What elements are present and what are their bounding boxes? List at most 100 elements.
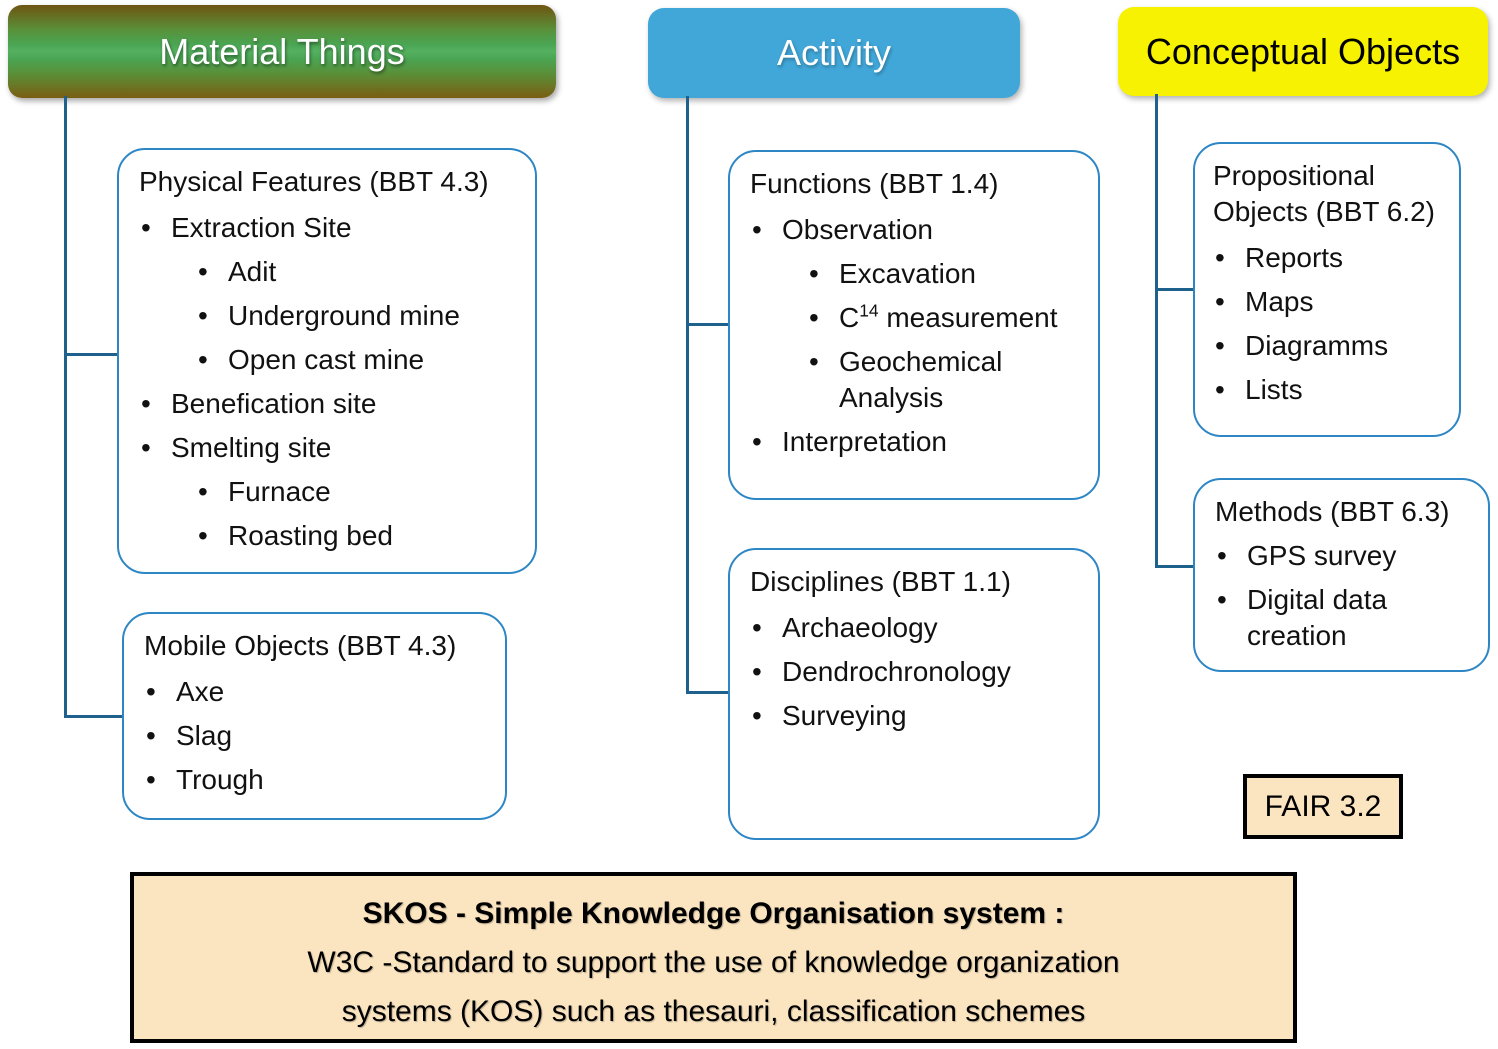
bullet-glyph: • (809, 346, 819, 377)
bullet-item-label: GPS survey (1247, 540, 1397, 571)
bullet-glyph: • (198, 520, 208, 551)
bullet-item: • Axe (144, 674, 485, 710)
conceptual-objects-header-label: Conceptual Objects (1145, 30, 1461, 72)
bullet-item-label: C14 measurement (839, 300, 1058, 333)
bullet-item-label: Surveying (782, 700, 907, 731)
bullet-item: • Dendrochronology (750, 654, 1078, 690)
methods-box-title: Methods (BBT 6.3) (1215, 496, 1450, 527)
bullet-item: •Trough (144, 762, 485, 798)
propositional-objects-box-title: Propositional Objects (BBT 6.2) (1213, 160, 1436, 227)
bullet-glyph: • (1217, 584, 1227, 615)
bullet-item-label: Diagramms (1245, 330, 1389, 361)
skos-banner-line2: W3C -Standard to support the use of know… (307, 946, 1120, 979)
bullet-item: • Observation (750, 212, 1078, 248)
bullet-glyph: • (752, 214, 762, 245)
bullet-item: • Excavation (807, 256, 1078, 292)
bullet-item: •Smelting site (139, 430, 515, 466)
bullet-item: • Slag (144, 718, 485, 754)
bullet-item-label: Archaeology (782, 612, 938, 643)
fair-badge-label: FAIR 3.2 (1264, 789, 1382, 823)
skos-banner-line1: SKOS - Simple Knowledge Organisation sys… (362, 897, 1065, 930)
connector-material-branch-physical (64, 353, 118, 356)
bullet-item: • Maps (1213, 284, 1445, 320)
bullet-glyph: • (198, 256, 208, 287)
bullet-glyph: • (141, 212, 151, 243)
bullet-item: •Benefication site (139, 386, 515, 422)
physical-features-box-title: Physical Features (BBT 4.3) (139, 166, 489, 197)
connector-activity-branch-functions (686, 323, 729, 326)
connector-activity-branch-disciplines (686, 691, 729, 694)
bullet-item-label: Observation (782, 214, 933, 245)
bullet-item: • Open cast mine (196, 342, 515, 378)
mobile-objects-box: Mobile Objects (BBT 4.3) • Axe • Slag •Troug… (122, 612, 507, 820)
skos-banner: SKOS - Simple Knowledge Organisation sys… (130, 872, 1297, 1043)
material-things-header: Material Things (8, 5, 556, 98)
physical-features-box: Physical Features (BBT 4.3) • Extraction … (117, 148, 537, 574)
bullet-glyph: • (809, 258, 819, 289)
bullet-item: • Furnace (196, 474, 515, 510)
bullet-glyph: • (809, 302, 819, 333)
connector-conceptual-branch-methods (1155, 565, 1194, 568)
bullet-item-label: Interpretation (782, 426, 947, 457)
disciplines-box-items: •Archaeology • Dendrochronology • Surveying (750, 610, 1078, 734)
bullet-item: •Archaeology (750, 610, 1078, 646)
bullet-item-label: Reports (1245, 242, 1344, 273)
bullet-item: • Digital data creation (1215, 582, 1468, 654)
bullet-item: • C14 measurement (807, 300, 1078, 336)
bullet-glyph: • (198, 344, 208, 375)
mobile-objects-box-title: Mobile Objects (BBT 4.3) (144, 630, 457, 661)
conceptual-objects-header: Conceptual Objects (1118, 7, 1488, 96)
activity-header-label: Activity (776, 32, 891, 73)
propositional-objects-box-items: •Reports•Maps•Diagramms•Lists (1213, 240, 1445, 408)
bullet-item: • Extraction Site (139, 210, 515, 246)
bullet-glyph: • (752, 656, 762, 687)
bullet-item-label: Underground mine (228, 300, 460, 331)
connector-conceptual-branch-propositional (1155, 288, 1194, 291)
bullet-glyph: • (146, 676, 156, 707)
functions-box: Functions (BBT 1.4) • Observation • Excavat… (728, 150, 1100, 500)
bullet-item: •Reports (1213, 240, 1445, 276)
bullet-item-label: Digital data creation (1247, 584, 1388, 651)
bullet-item-label: Axe (176, 676, 225, 707)
bullet-glyph: • (198, 300, 208, 331)
bullet-glyph: • (1217, 540, 1227, 571)
bullet-item-label: Smelting site (171, 432, 332, 463)
bullet-item-label: Adit (228, 256, 277, 287)
bullet-glyph: • (1215, 286, 1225, 317)
bullet-glyph: • (752, 700, 762, 731)
bullet-item: • Surveying (750, 698, 1078, 734)
disciplines-box: Disciplines (BBT 1.1) •Archaeology•Dendr… (728, 548, 1100, 840)
bullet-glyph: • (1215, 374, 1225, 405)
bullet-item-label: Excavation (839, 258, 976, 289)
material-things-header-label: Material Things (159, 30, 405, 72)
bullet-item: • GPS survey (1215, 538, 1468, 574)
skos-banner-line3: systems (KOS) such as thesauri, classifi… (341, 995, 1086, 1028)
bullet-item-label: Benefication site (171, 388, 377, 419)
functions-box-title: Functions (BBT 1.4) (750, 168, 999, 199)
bullet-item: •Roasting bed (196, 518, 515, 554)
bullet-glyph: • (1215, 330, 1225, 361)
functions-box-items: •Observation•Excavation•C14 measurement•… (750, 212, 1078, 460)
bullet-item-label: Trough (176, 764, 264, 795)
bullet-item-label: Maps (1245, 286, 1314, 317)
bullet-item-label: Furnace (228, 476, 331, 507)
fair-badge: FAIR 3.2 (1243, 774, 1403, 839)
bullet-glyph: • (198, 476, 208, 507)
bullet-item-label: Dendrochronology (782, 656, 1011, 687)
connector-activity-vertical (686, 96, 689, 694)
connector-material-branch-mobile (64, 715, 123, 718)
bullet-item: • Geochemical Analysis (807, 344, 1078, 416)
physical-features-box-items: • Extraction Site • Adit • Underground mine • O… (139, 210, 515, 554)
methods-box-items: • GPS survey • Digital data creation (1215, 538, 1468, 654)
mobile-objects-box-items: • Axe • Slag •Trough (144, 674, 485, 798)
bullet-item-label: Extraction Site (171, 212, 352, 243)
bullet-item-label: Open cast mine (228, 344, 425, 375)
methods-box: Methods (BBT 6.3) • GPS survey • Digital da… (1193, 478, 1490, 672)
bullet-item-label: Slag (176, 720, 233, 751)
bullet-item: •Interpretation (750, 424, 1078, 460)
bullet-item: • Diagramms (1213, 328, 1445, 364)
propositional-objects-box: Propositional Objects (BBT 6.2) •Reports… (1193, 142, 1461, 437)
bullet-item-label: Geochemical Analysis (839, 346, 1003, 413)
bullet-glyph: • (146, 720, 156, 751)
